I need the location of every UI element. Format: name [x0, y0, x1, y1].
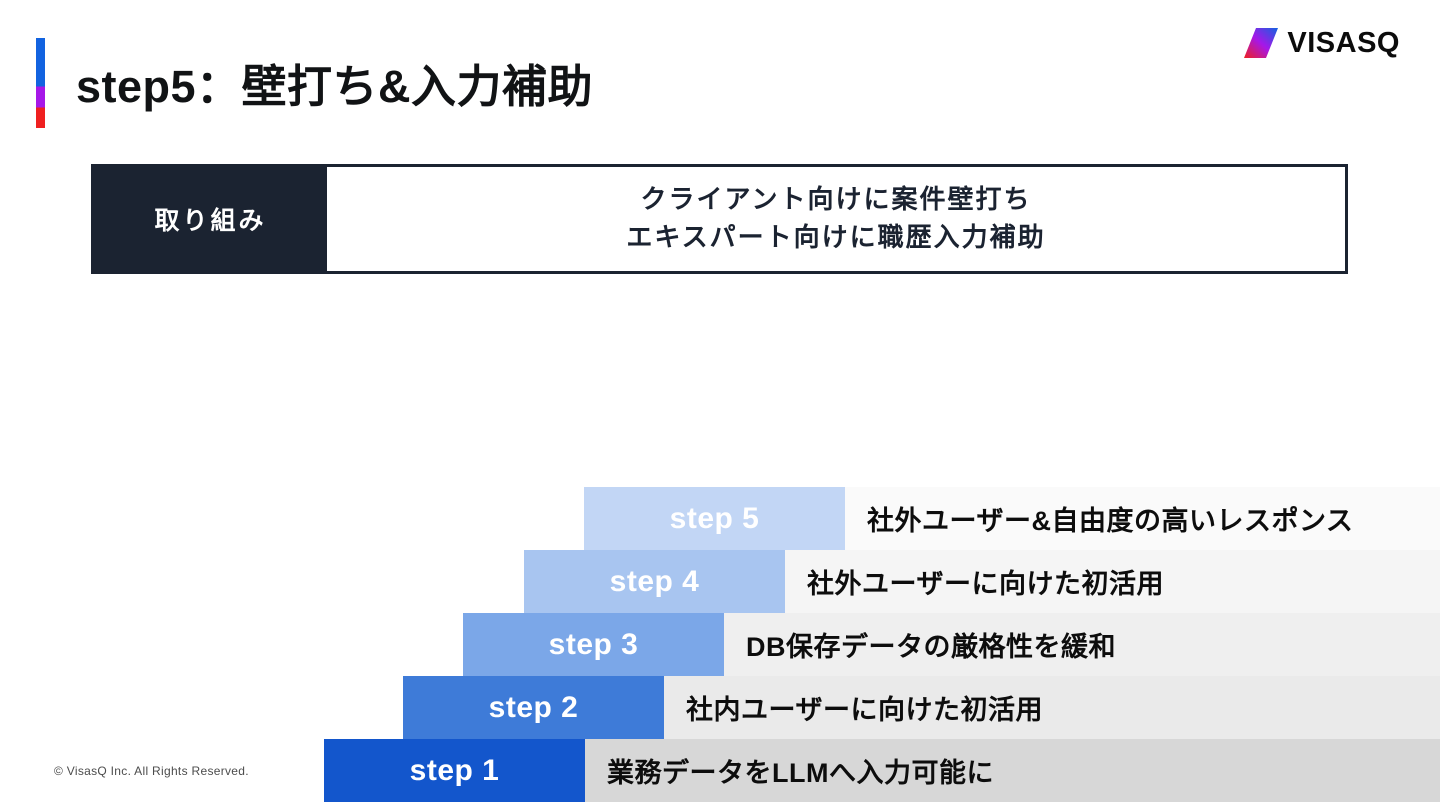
- staircase-row: 社外ユーザー&自由度の高いレスポンス step 5: [0, 487, 1440, 550]
- staircase-diagram: 社外ユーザー&自由度の高いレスポンス step 5 社外ユーザーに向けた初活用 ste…: [0, 487, 1440, 810]
- initiative-line-1: クライアント向けに案件壁打ち: [640, 184, 1032, 215]
- staircase-step-bar[interactable]: step 1: [324, 739, 585, 802]
- staircase-description-background: 社外ユーザー&自由度の高いレスポンス: [845, 487, 1440, 550]
- staircase-row: 社外ユーザーに向けた初活用 step 4: [0, 550, 1440, 613]
- staircase-description: DB保存データの厳格性を緩和: [746, 632, 1116, 662]
- staircase-description: 社外ユーザー&自由度の高いレスポンス: [867, 506, 1354, 536]
- page-title: step5：壁打ち&入力補助: [76, 61, 594, 112]
- staircase-description-background: DB保存データの厳格性を緩和: [724, 613, 1440, 676]
- staircase-step-label: step 3: [548, 627, 639, 661]
- staircase-row: 社内ユーザーに向けた初活用 step 2: [0, 676, 1440, 739]
- staircase-step-label: step 2: [488, 690, 579, 724]
- title-accent-bar: [36, 38, 45, 128]
- visasq-logo: VISASQ: [1244, 28, 1400, 58]
- staircase-row: DB保存データの厳格性を緩和 step 3: [0, 613, 1440, 676]
- initiative-info-box: 取り組み クライアント向けに案件壁打ち エキスパート向けに職歴入力補助: [91, 164, 1348, 274]
- initiative-content: クライアント向けに案件壁打ち エキスパート向けに職歴入力補助: [327, 167, 1345, 271]
- staircase-step-bar[interactable]: step 5: [584, 487, 845, 550]
- initiative-line-2: エキスパート向けに職歴入力補助: [626, 222, 1046, 252]
- staircase-description: 社内ユーザーに向けた初活用: [686, 695, 1043, 725]
- staircase-description: 業務データをLLMへ入力可能に: [607, 758, 994, 788]
- staircase-row: 業務データをLLMへ入力可能に step 1: [0, 739, 1440, 802]
- staircase-description-background: 社外ユーザーに向けた初活用: [785, 550, 1440, 613]
- copyright-text: © VisasQ Inc. All Rights Reserved.: [54, 764, 249, 778]
- staircase-step-label: step 4: [609, 564, 700, 598]
- staircase-description-background: 業務データをLLMへ入力可能に: [585, 739, 1440, 802]
- logo-text: VISASQ: [1287, 26, 1400, 59]
- staircase-step-label: step 5: [669, 501, 760, 535]
- staircase-description-background: 社内ユーザーに向けた初活用: [664, 676, 1440, 739]
- initiative-label: 取り組み: [94, 167, 327, 271]
- logo-slash-icon: [1244, 28, 1279, 58]
- staircase-description: 社外ユーザーに向けた初活用: [807, 569, 1164, 599]
- staircase-step-bar[interactable]: step 2: [403, 676, 664, 739]
- staircase-step-bar[interactable]: step 4: [524, 550, 785, 613]
- staircase-step-label: step 1: [409, 753, 500, 787]
- staircase-step-bar[interactable]: step 3: [463, 613, 724, 676]
